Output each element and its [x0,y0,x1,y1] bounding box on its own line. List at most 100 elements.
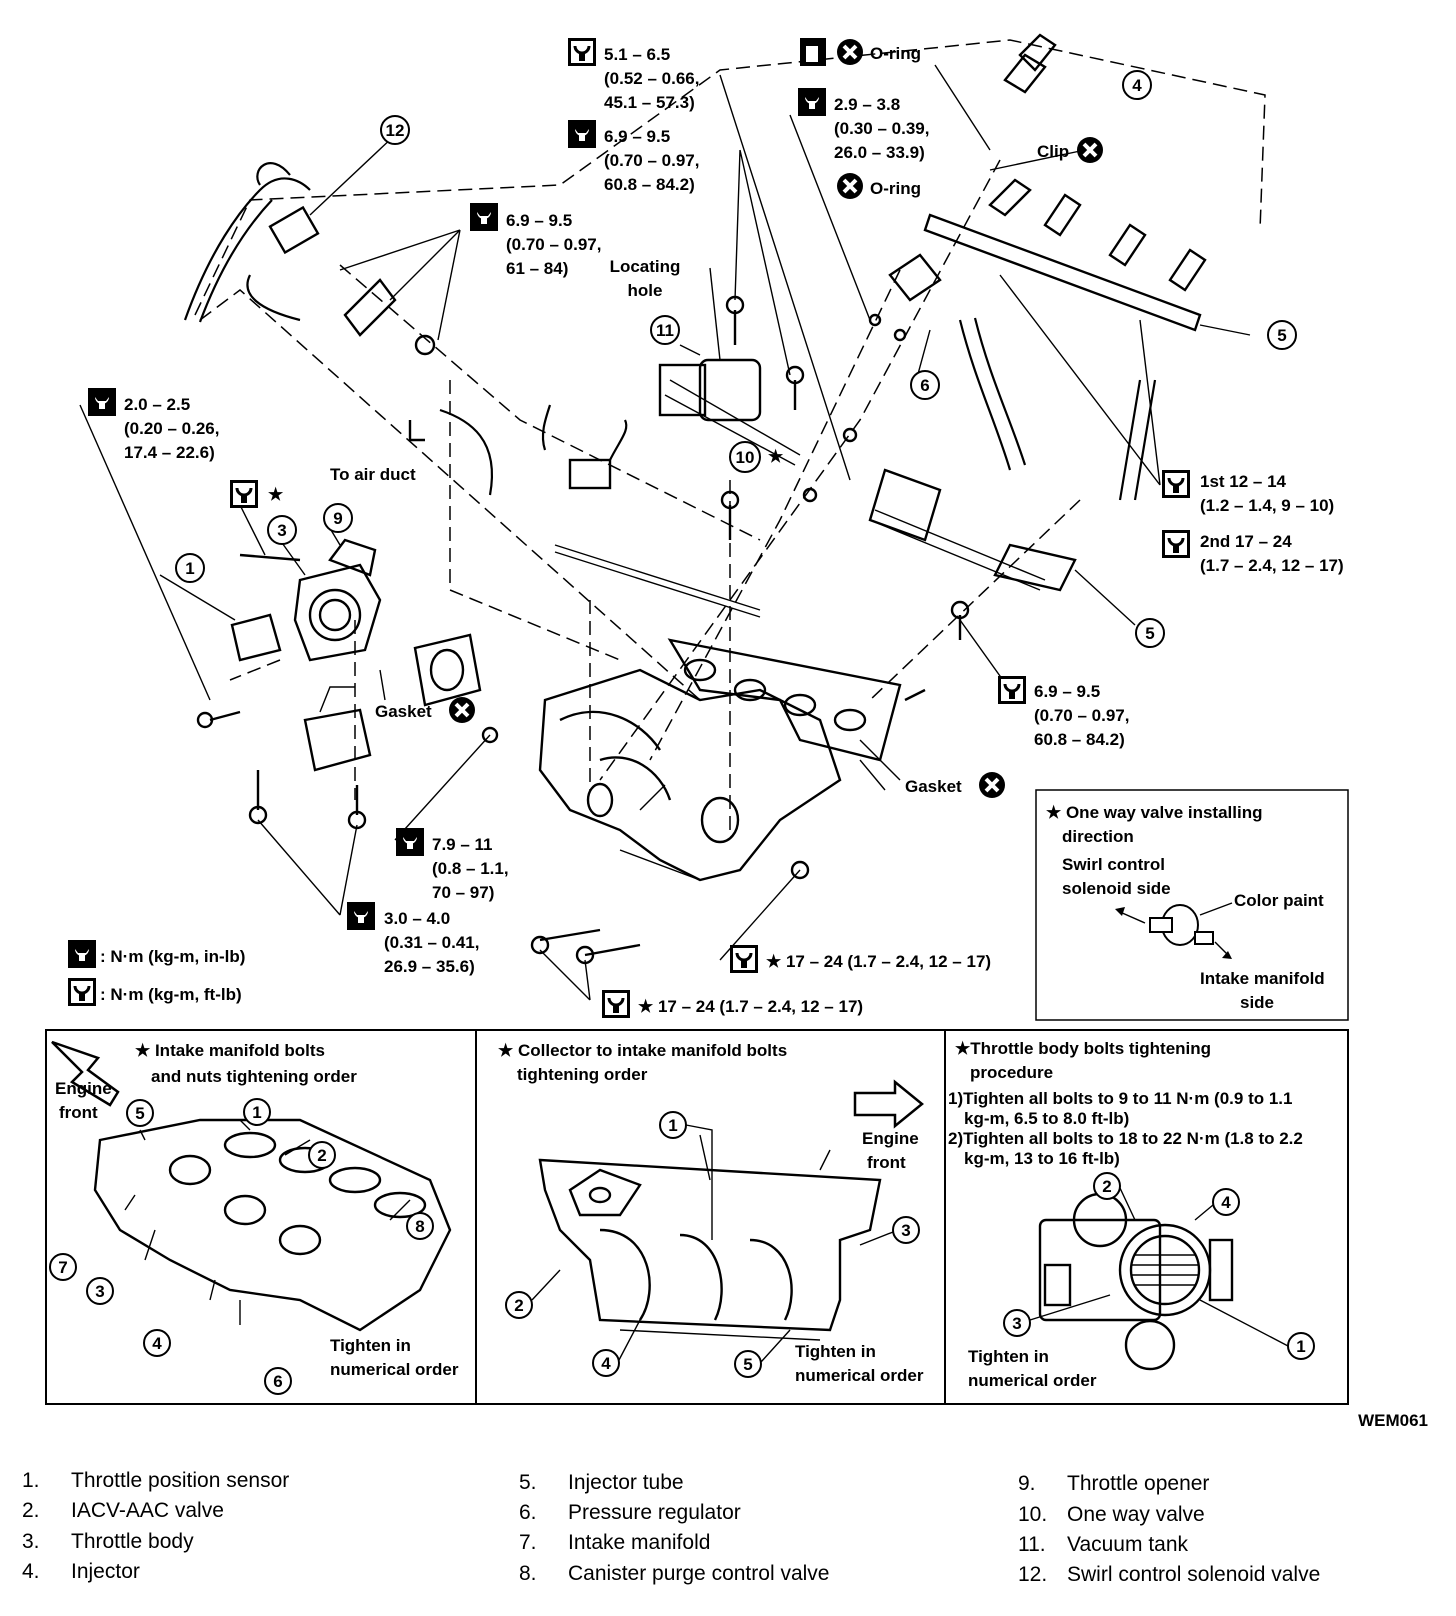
svg-text:6.: 6. [519,1501,537,1524]
svg-text:★Throttle body bolts tightenin: ★Throttle body bolts tightening [955,1039,1211,1058]
svg-text:6: 6 [273,1372,282,1391]
callout-text: Clip [1037,142,1069,161]
torque-wrench-open-icon [996,674,1028,706]
list-item: 1.Throttle position sensor [22,1469,289,1492]
callout-text: To air duct [330,465,416,484]
svg-text:★ Collector to intake manifold: ★ Collector to intake manifold bolts [498,1041,787,1060]
part-circle-9: 9 [323,503,353,533]
svg-text:procedure: procedure [970,1063,1053,1082]
svg-text:Pressure regulator: Pressure regulator [568,1501,741,1524]
one-way-valve-icon [1115,902,1233,959]
svg-text:Tighten in: Tighten in [795,1342,876,1361]
torque-value: 45.1 – 57.3) [604,93,695,112]
svg-text:and nuts tightening order: and nuts tightening order [151,1067,357,1086]
svg-text:Engine: Engine [55,1079,112,1098]
callout-oring-top: O-ring [800,37,921,67]
replace-x-icon [977,770,1007,800]
part-number-circles: 12 4 5 6 11 10 ★ 5 1 [175,70,1297,648]
diagram-code: WEM061 [1358,1411,1428,1430]
svg-text:1: 1 [668,1116,677,1135]
torque-wrench-open-icon [728,943,760,975]
engine-front-arrow-icon [853,1079,924,1129]
torque-wrench-solid-icon [88,388,116,416]
fuel-rail [868,33,1207,592]
torque-spec-17-24-b: ★ 17 – 24 (1.7 – 2.4, 12 – 17) [600,988,863,1020]
intake-manifold [481,295,970,965]
torque-spec-6-9-rail: 6.9 – 9.5 (0.70 – 0.97, 60.8 – 84.2) [996,674,1129,749]
svg-text:4: 4 [152,1334,162,1353]
torque-value: (1.2 – 1.4, 9 – 10) [1200,496,1334,515]
throttle-body-front-view [1038,1192,1234,1371]
svg-text:5: 5 [135,1104,144,1123]
list-item: 9.Throttle opener [1018,1472,1209,1495]
svg-text:1)Tighten all bolts to 9 to 11: 1)Tighten all bolts to 9 to 11 N·m (0.9 … [948,1089,1292,1108]
svg-text:2: 2 [1102,1177,1111,1196]
callout-to-air-duct: To air duct [330,465,416,484]
svg-text:7: 7 [58,1258,67,1277]
torque-wrench-solid-icon [470,203,498,231]
torque-value: (0.30 – 0.39, [834,119,929,138]
callout-text: Locating [610,257,681,276]
torque-wrench-open-icon [66,976,98,1008]
svg-text:numerical order: numerical order [795,1366,924,1385]
torque-wrench-solid-icon [798,88,826,116]
part-circle-4: 4 [1122,70,1152,100]
units-in-lb: : N·m (kg-m, in-lb) [100,947,245,966]
svg-text:3: 3 [1012,1314,1021,1333]
svg-text:kg-m, 13 to 16 ft-lb): kg-m, 13 to 16 ft-lb) [964,1149,1120,1168]
torque-value: (0.52 – 0.66, [604,69,699,88]
callout-text: O-ring [870,179,921,198]
list-item: 5.Injector tube [519,1471,684,1494]
svg-text:side: side [1240,993,1274,1012]
callout-text: Gasket [375,702,432,721]
svg-text:3.: 3. [22,1530,40,1553]
torque-spec-3-0: 3.0 – 4.0 (0.31 – 0.41, 26.9 – 35.6) [347,902,479,976]
torque-wrench-open-icon [1160,468,1192,500]
torque-value: 26.0 – 33.9) [834,143,925,162]
torque-spec-1st: 1st 12 – 14 (1.2 – 1.4, 9 – 10) [1160,468,1334,515]
svg-text:6: 6 [920,376,929,395]
torque-spec-17-24-a: ★ 17 – 24 (1.7 – 2.4, 12 – 17) [728,943,991,975]
svg-text:tightening order: tightening order [517,1065,648,1084]
list-item: 12.Swirl control solenoid valve [1018,1563,1320,1586]
torque-value: 2nd 17 – 24 [1200,532,1292,551]
panel-intake-numbers: 1 2 3 4 5 6 7 8 [49,1098,434,1395]
units-ft-lb: : N·m (kg-m, ft-lb) [100,985,242,1004]
svg-text:3: 3 [95,1282,104,1301]
svg-text:4.: 4. [22,1560,40,1583]
callout-locating-hole: Locating hole [610,257,681,300]
panel-collector-order: ★ Collector to intake manifold bolts tig… [498,1041,924,1385]
throttle-star-wrench: ★ [228,478,284,510]
svg-text:1: 1 [185,559,194,578]
svg-text:Vacuum tank: Vacuum tank [1067,1533,1189,1556]
svg-text:4: 4 [601,1354,611,1373]
torque-value: 6.9 – 9.5 [604,127,670,146]
part-circle-11: 11 [650,315,680,345]
svg-text:Swirl control solenoid valve: Swirl control solenoid valve [1067,1563,1320,1586]
svg-text:2.: 2. [22,1499,40,1522]
svg-text:2: 2 [514,1296,523,1315]
units-legend: : N·m (kg-m, in-lb) : N·m (kg-m, ft-lb) [66,940,245,1008]
torque-value: (0.20 – 0.26, [124,419,219,438]
callout-oring-2: O-ring [835,171,921,201]
svg-text:5: 5 [743,1355,752,1374]
torque-wrench-open-icon [600,988,632,1020]
svg-text:direction: direction [1062,827,1134,846]
svg-text:5: 5 [1145,624,1154,643]
svg-text:★: ★ [268,485,284,504]
svg-text:11: 11 [656,321,674,340]
svg-text:3: 3 [901,1221,910,1240]
svg-text:1: 1 [252,1103,261,1122]
svg-text:10: 10 [736,448,755,467]
parts-list: 1.Throttle position sensor 2. IACV-AAC va… [22,1469,1320,1586]
torque-wrench-solid-icon [396,828,424,856]
torque-value: (0.31 – 0.41, [384,933,479,952]
torque-value: 60.8 – 84.2) [604,175,695,194]
svg-text:5: 5 [1277,326,1286,345]
svg-text:solenoid side: solenoid side [1062,879,1171,898]
svg-text:IACV-AAC valve: IACV-AAC valve [71,1499,224,1522]
part-circle-12: 12 [380,115,410,145]
svg-text:8.: 8. [519,1562,537,1585]
svg-text:kg-m, 6.5 to 8.0 ft-lb): kg-m, 6.5 to 8.0 ft-lb) [964,1109,1129,1128]
torque-spec-5-1: 5.1 – 6.5 (0.52 – 0.66, 45.1 – 57.3) [566,36,699,112]
